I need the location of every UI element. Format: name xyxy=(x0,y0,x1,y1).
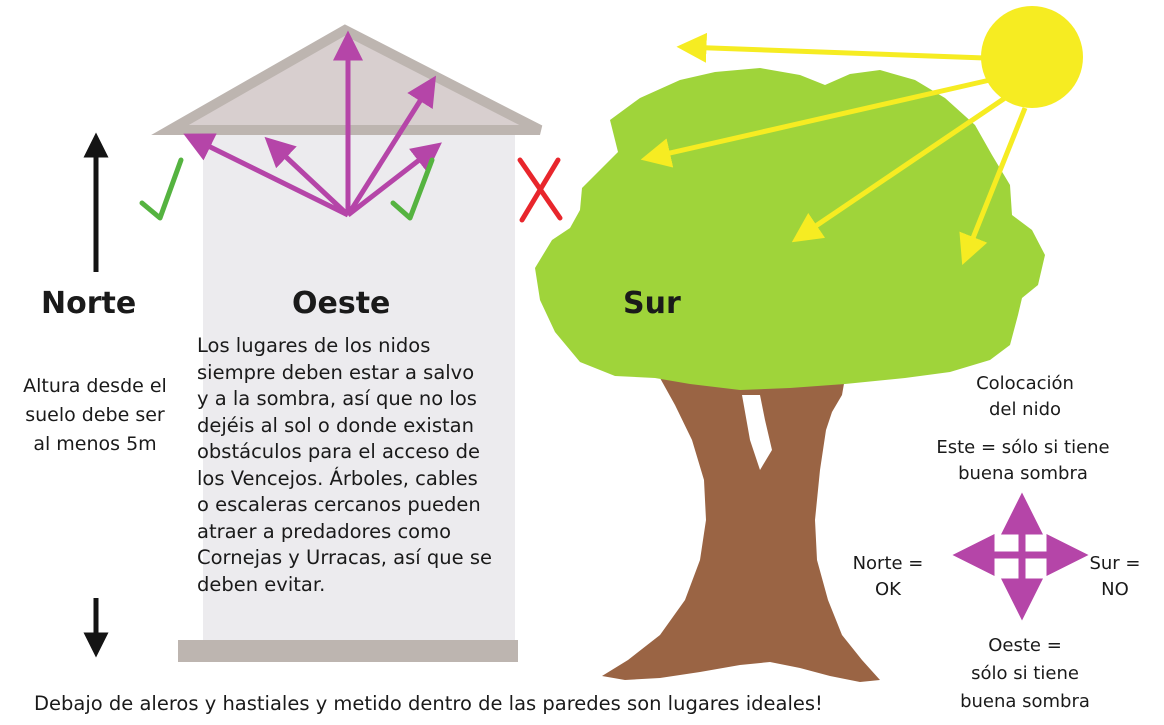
sun-ray xyxy=(640,77,991,168)
placement-east: Este = sólo si tiene buena sombra xyxy=(936,437,1110,484)
sun-ray xyxy=(959,107,1028,265)
south-label: Sur xyxy=(623,286,681,321)
nest-description: Los lugares de los nidos siempre deben e… xyxy=(197,334,492,596)
placement-title: Colocación del nido xyxy=(976,373,1074,420)
placement-west: Oeste = sólo si tiene buena sombra xyxy=(960,635,1090,712)
exit-arrow-left xyxy=(183,133,350,218)
roof xyxy=(151,24,543,135)
house-base xyxy=(178,640,518,662)
exit-arrow-upper-left xyxy=(264,136,350,217)
sun-ray xyxy=(676,32,986,63)
tree-foliage xyxy=(535,68,1045,390)
height-note: Altura desde el suelo debe ser al menos … xyxy=(23,375,167,455)
check-icon xyxy=(139,157,184,221)
compass-arrows-icon xyxy=(952,492,1089,621)
check-icon xyxy=(390,157,435,221)
house xyxy=(151,24,543,662)
exit-arrow-right xyxy=(346,142,442,217)
house-wall xyxy=(203,130,515,645)
cross-icon xyxy=(517,157,563,223)
sun-icon xyxy=(981,6,1083,108)
tree-trunk xyxy=(602,378,880,682)
exit-arrow-upper-right xyxy=(345,75,437,217)
placement-north: Norte = OK xyxy=(852,553,924,600)
north-label: Norte xyxy=(41,286,137,321)
footer-note: Debajo de aleros y hastiales y metido de… xyxy=(34,692,823,715)
west-label: Oeste xyxy=(292,286,391,321)
sun-ray xyxy=(791,95,1007,243)
trunk-gap xyxy=(742,395,772,470)
sun-rays xyxy=(640,32,1028,265)
placement-south: Sur = NO xyxy=(1089,553,1141,600)
exit-arrows xyxy=(183,30,442,218)
